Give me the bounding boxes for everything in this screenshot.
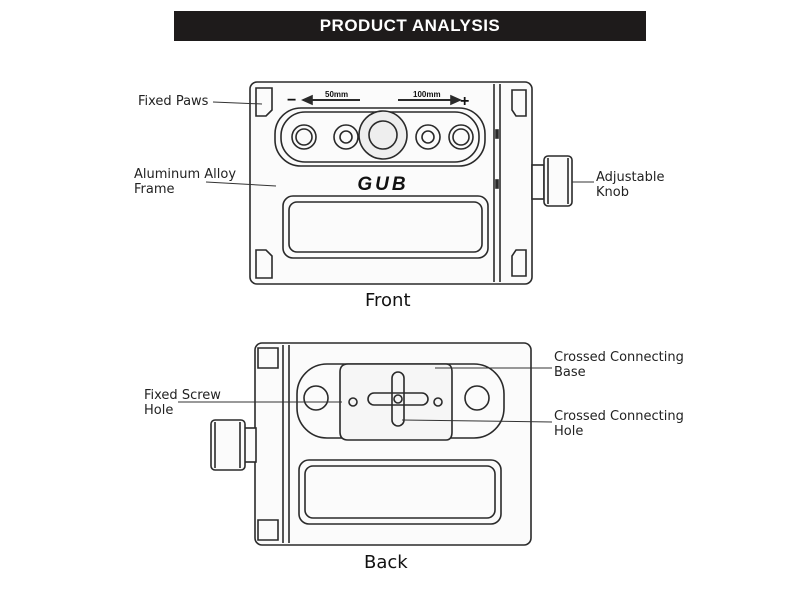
- fixed-paw-top-left: [255, 87, 273, 117]
- dim-minus-label: 50mm: [325, 90, 348, 99]
- back-leaders: [178, 367, 553, 423]
- fixed-paw-bottom-left: [255, 249, 273, 279]
- label-aluminum-frame: Aluminum Alloy Frame: [134, 167, 237, 197]
- front-hole-3: [415, 124, 441, 150]
- fixed-screw-hole-left: [303, 385, 329, 411]
- label-crossed-base: Crossed Connecting Base: [554, 350, 684, 380]
- back-lower-slot: [298, 459, 502, 525]
- caption-back: Back: [364, 552, 408, 573]
- dim-plus-label: 100mm: [413, 90, 441, 99]
- label-crossed-hole: Crossed Connecting Hole: [554, 409, 684, 439]
- brand-logo: GUB: [357, 174, 408, 195]
- fixed-paw-top-right: [511, 89, 527, 117]
- front-center-hole: [358, 110, 408, 160]
- label-fixed-screw-hole: Fixed Screw Hole: [144, 388, 221, 418]
- back-view: [210, 342, 532, 546]
- label-fixed-paws: Fixed Paws: [138, 94, 209, 109]
- front-hole-1: [291, 124, 317, 150]
- front-view: [249, 81, 573, 285]
- front-hole-4: [448, 124, 474, 150]
- label-adjustable-knob: Adjustable Knob: [596, 170, 665, 200]
- adjustable-knob: [531, 155, 573, 207]
- dim-plus-symbol: +: [460, 93, 469, 110]
- page-title: PRODUCT ANALYSIS: [319, 16, 501, 35]
- fixed-screw-hole-right: [464, 385, 490, 411]
- front-hole-panel: [274, 107, 486, 167]
- fixed-paw-bottom-right: [511, 249, 527, 277]
- front-leaders: [205, 101, 594, 187]
- caption-front: Front: [365, 290, 411, 311]
- title-bar: PRODUCT ANALYSIS: [174, 11, 646, 41]
- crossed-connecting-hole: [367, 371, 429, 427]
- front-bottom-slot: [282, 195, 489, 259]
- back-adjustable-knob: [210, 419, 257, 471]
- front-hole-2: [333, 124, 359, 150]
- dim-minus-symbol: −: [287, 92, 296, 109]
